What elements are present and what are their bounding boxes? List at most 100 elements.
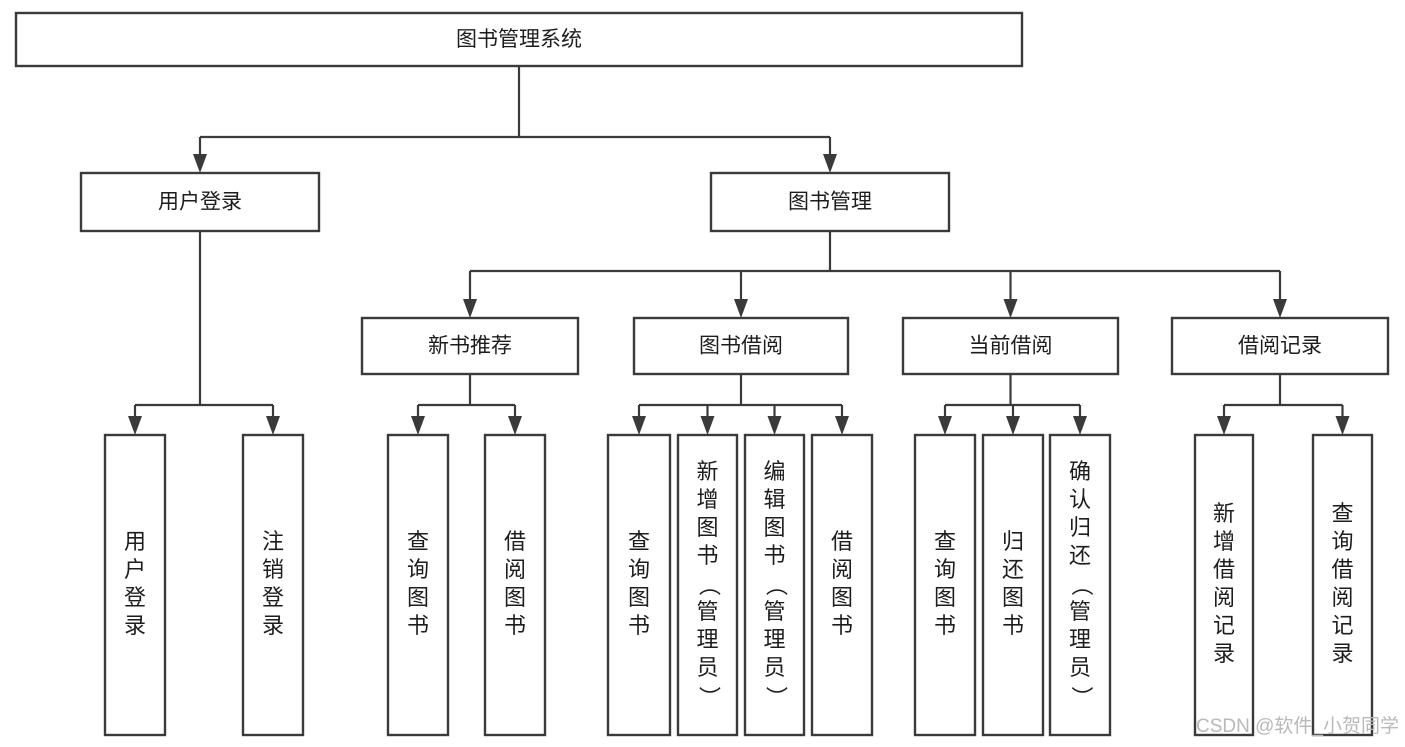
level2-node-label: 新书推荐 xyxy=(428,335,512,358)
leaf-node-label-char: 管 xyxy=(763,599,785,624)
arrow-head xyxy=(938,416,952,435)
leaf-node-label-char: 书 xyxy=(407,613,429,638)
level1-node-box[interactable] xyxy=(709,171,951,233)
root-node-box[interactable] xyxy=(14,11,1024,68)
leaf-node-label-char: 借 xyxy=(504,529,526,554)
leaf-node-label-char: 管 xyxy=(696,599,718,624)
leaf-node-label-char: 阅 xyxy=(1213,585,1235,610)
leaf-node-label-char: 员 xyxy=(763,655,785,680)
leaf-node-label-char: 理 xyxy=(763,627,785,652)
leaf-node-label-char: 图 xyxy=(934,585,956,610)
leaf-node-label-char: 注 xyxy=(262,529,284,554)
arrow-head xyxy=(1073,416,1087,435)
leaf-node-label-char: 询 xyxy=(1331,529,1353,554)
leaf-node-label-char: 查 xyxy=(628,529,650,554)
leaf-node-box[interactable] xyxy=(103,433,167,737)
level2-node-1[interactable]: 图书借阅 xyxy=(632,316,850,376)
leaf-node-label-char: 阅 xyxy=(1331,585,1353,610)
leaf-node-label-char: 录 xyxy=(262,613,284,638)
leaf-node-label-char: 查 xyxy=(407,529,429,554)
leaf-node-label-char: 录 xyxy=(1331,641,1353,666)
leaf-node-box[interactable] xyxy=(676,433,739,737)
level2-node-2[interactable]: 当前借阅 xyxy=(901,316,1120,376)
leaf-node-label-char: 记 xyxy=(1331,613,1353,638)
nodes-layer: 图书管理系统用户登录图书管理新书推荐图书借阅当前借阅借阅记录用户登录注销登录查询… xyxy=(14,11,1390,737)
leaf-node-label-char: （ xyxy=(1069,574,1094,596)
arrow-head xyxy=(823,154,837,173)
leaf-node-label-char: 新 xyxy=(696,459,718,484)
leaf-node-box[interactable] xyxy=(743,433,806,737)
arrow-head xyxy=(632,416,646,435)
leaf-node-box[interactable] xyxy=(241,433,305,737)
leaf-node-label-char: 书 xyxy=(504,613,526,638)
level1-node-label: 用户登录 xyxy=(158,191,242,214)
leaf-node-label-char: 借 xyxy=(1213,557,1235,582)
leaf-node-label-char: 图 xyxy=(504,585,526,610)
leaf-node-label-char: （ xyxy=(764,574,789,596)
leaf-node-label-char: ） xyxy=(697,686,722,708)
leaf-node-box[interactable] xyxy=(810,433,874,737)
level2-node-label: 图书借阅 xyxy=(699,335,783,358)
level2-node-label: 借阅记录 xyxy=(1238,335,1322,358)
leaf-node-label-char: 员 xyxy=(1069,655,1091,680)
leaf-node-0[interactable]: 用户登录 xyxy=(103,433,167,737)
leaf-node-label-char: 图 xyxy=(696,515,718,540)
leaf-node-box[interactable] xyxy=(913,433,977,737)
arrow-head xyxy=(734,299,748,318)
leaf-node-label-char: 查 xyxy=(934,529,956,554)
arrow-head xyxy=(1217,416,1231,435)
arrow-head xyxy=(1003,299,1018,318)
leaf-node-label-char: 登 xyxy=(262,585,284,610)
leaf-node-label-char: 书 xyxy=(763,543,785,568)
root-node-label: 图书管理系统 xyxy=(456,28,582,51)
leaf-node-box[interactable] xyxy=(1048,433,1112,737)
leaf-node-box[interactable] xyxy=(483,433,547,737)
leaf-node-label-char: 录 xyxy=(1213,641,1235,666)
arrow-head xyxy=(128,416,142,435)
root-node-0[interactable]: 图书管理系统 xyxy=(14,11,1024,68)
leaf-node-label-char: 阅 xyxy=(831,557,853,582)
leaf-node-box[interactable] xyxy=(1193,433,1255,737)
leaf-node-label-char: 询 xyxy=(934,557,956,582)
arrow-head xyxy=(1006,416,1020,435)
level1-node-box[interactable] xyxy=(79,171,321,233)
leaf-node-label-char: 认 xyxy=(1069,487,1091,512)
connectors-layer xyxy=(128,66,1350,435)
level2-node-box[interactable] xyxy=(360,316,580,376)
level2-node-box[interactable] xyxy=(901,316,1120,376)
leaf-node-label-char: 图 xyxy=(1002,585,1024,610)
leaf-node-label-char: 记 xyxy=(1213,613,1235,638)
leaf-node-label-char: 书 xyxy=(1002,613,1024,638)
level2-node-0[interactable]: 新书推荐 xyxy=(360,316,580,376)
leaf-node-box[interactable] xyxy=(981,433,1045,737)
level1-node-0[interactable]: 用户登录 xyxy=(79,171,321,233)
leaf-node-box[interactable] xyxy=(386,433,450,737)
leaf-node-label-char: 询 xyxy=(628,557,650,582)
level2-node-box[interactable] xyxy=(632,316,850,376)
leaf-node-label-char: 销 xyxy=(262,557,284,582)
leaf-node-label-char: 录 xyxy=(124,613,146,638)
leaf-node-label-char: 归 xyxy=(1069,515,1091,540)
leaf-node-label-char: 理 xyxy=(696,627,718,652)
leaf-node-label-char: 确 xyxy=(1069,459,1091,484)
leaf-node-label-char: 归 xyxy=(1002,529,1024,554)
level2-node-3[interactable]: 借阅记录 xyxy=(1170,316,1390,376)
leaf-node-label-char: （ xyxy=(697,574,722,596)
leaf-node-box[interactable] xyxy=(1311,433,1374,737)
leaf-node-box[interactable] xyxy=(606,433,672,737)
level1-node-1[interactable]: 图书管理 xyxy=(709,171,951,233)
leaf-node-label-char: ） xyxy=(1069,686,1094,708)
level2-node-box[interactable] xyxy=(1170,316,1390,376)
